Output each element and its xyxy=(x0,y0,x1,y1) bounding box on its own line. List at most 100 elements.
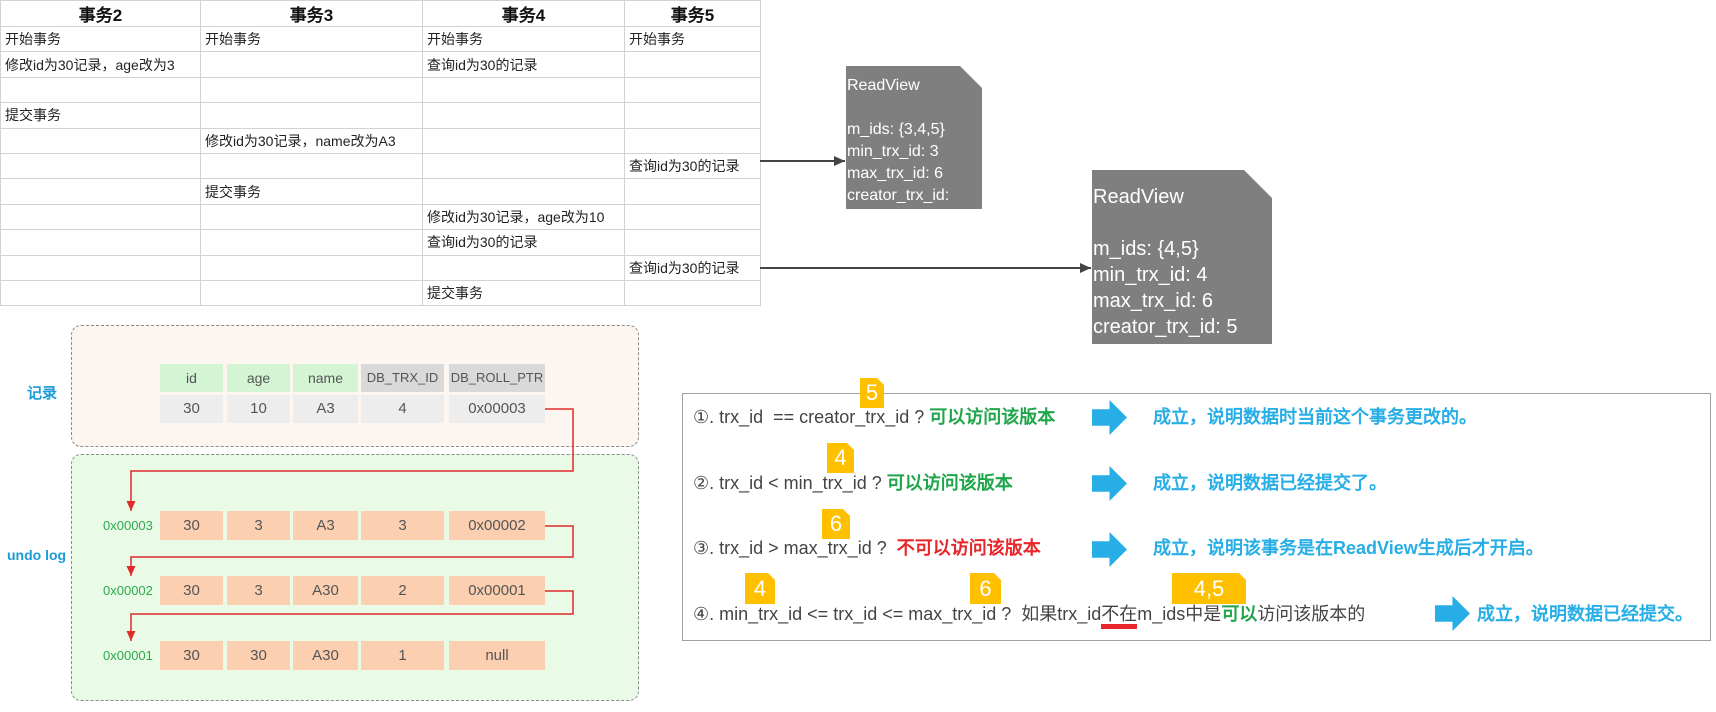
readview-max-trx-id: max_trx_id: 6 xyxy=(847,165,944,182)
record-value-id: 30 xyxy=(160,395,223,423)
readview-max-trx-id: max_trx_id: 6 xyxy=(1093,290,1214,312)
rule-condition: ②. trx_id < min_trx_id ? xyxy=(693,473,887,493)
table-row: 修改id为30记录，age改为10 xyxy=(0,203,761,231)
table-cell: 查询id为30的记录 xyxy=(624,254,761,281)
table-cell xyxy=(200,152,423,180)
table-cell xyxy=(0,279,201,307)
record-label: 记录 xyxy=(27,385,58,402)
table-cell xyxy=(624,127,761,154)
readview-min-trx-id: min_trx_id: 4 xyxy=(1093,264,1208,286)
value-badge: 5 xyxy=(860,378,884,408)
table-cell: 开始事务 xyxy=(422,25,625,53)
undo-cell: 3 xyxy=(361,511,444,540)
table-cell: 提交事务 xyxy=(200,178,423,205)
undo-cell: 3 xyxy=(227,511,290,540)
record-column-db-roll-ptr: DB_ROLL_PTR xyxy=(449,364,545,392)
table-cell xyxy=(624,279,761,307)
table-cell xyxy=(200,254,423,281)
rule-middle: m_ids中是 xyxy=(1137,604,1222,624)
rule-line-1: ①. trx_id == creator_trx_id ? 可以访问该版本 xyxy=(693,406,1055,428)
table-cell xyxy=(624,229,761,256)
table-cell xyxy=(0,76,201,104)
table-row: 开始事务 开始事务 开始事务 开始事务 xyxy=(0,25,761,53)
undo-cell: 0x00002 xyxy=(449,511,545,540)
table-cell xyxy=(200,76,423,104)
readview-title: ReadView xyxy=(847,77,920,94)
rule-verdict: 不可以访问该版本 xyxy=(896,538,1041,558)
table-cell xyxy=(200,102,423,129)
table-cell xyxy=(624,178,761,205)
transaction-table-body: 开始事务 开始事务 开始事务 开始事务 修改id为30记录，age改为3 查询i… xyxy=(0,25,761,307)
column-header-txn5: 事务5 xyxy=(624,0,761,27)
table-cell xyxy=(422,102,625,129)
table-cell xyxy=(422,152,625,180)
record-column-db-trx-id: DB_TRX_ID xyxy=(361,364,444,392)
table-cell xyxy=(0,178,201,205)
table-cell: 开始事务 xyxy=(0,25,201,53)
rule-verdict: 可以 xyxy=(1221,604,1258,624)
right-arrow-icon xyxy=(1435,596,1470,631)
table-cell: 修改id为30记录，name改为A3 xyxy=(200,127,423,154)
rule-verdict: 可以访问该版本 xyxy=(929,407,1056,427)
table-row: 提交事务 xyxy=(0,279,761,307)
value-badge: 4 xyxy=(827,443,854,473)
table-row: 查询id为30的记录 xyxy=(0,229,761,256)
undo-cell: 30 xyxy=(160,576,223,605)
table-cell xyxy=(624,102,761,129)
table-cell xyxy=(422,178,625,205)
rule-line-3: ③. trx_id > max_trx_id ? 不可以访问该版本 xyxy=(693,537,1041,559)
readview-box-first: ReadView m_ids: {3,4,5} min_trx_id: 3 ma… xyxy=(846,66,982,209)
readview-creator-trx-id: creator_trx_id: xyxy=(847,187,950,204)
value-badge: 4,5 xyxy=(1172,573,1246,604)
right-arrow-icon xyxy=(1092,466,1127,501)
table-cell: 开始事务 xyxy=(624,25,761,53)
table-cell xyxy=(422,127,625,154)
record-column-name: name xyxy=(293,364,358,392)
undo-entry-address: 0x00001 xyxy=(103,648,153,663)
right-arrow-icon xyxy=(1092,400,1127,435)
table-cell: 修改id为30记录，age改为3 xyxy=(0,51,201,78)
record-value-age: 10 xyxy=(227,395,290,423)
readview-creator-trx-id: creator_trx_id: 5 xyxy=(1093,316,1238,338)
undo-log-label: undo log xyxy=(7,547,67,563)
table-cell: 查询id为30的记录 xyxy=(422,51,625,78)
undo-cell: 30 xyxy=(160,511,223,540)
readview-m-ids: m_ids: {3,4,5} xyxy=(847,121,945,138)
column-header-txn3: 事务3 xyxy=(200,0,423,27)
table-cell: 查询id为30的记录 xyxy=(422,229,625,256)
rule-result-1: 成立，说明数据时当前这个事务更改的。 xyxy=(1153,407,1477,427)
transaction-table-head: 事务2 事务3 事务4 事务5 xyxy=(0,0,761,27)
transaction-table: 事务2 事务3 事务4 事务5 开始事务 开始事务 开始事务 开始事务 修改id… xyxy=(0,0,761,307)
record-value-db-trx-id: 4 xyxy=(361,395,444,423)
record-value-name: A3 xyxy=(293,395,358,423)
undo-cell: A3 xyxy=(293,511,358,540)
table-row xyxy=(0,76,761,104)
table-cell xyxy=(0,254,201,281)
undo-cell: 1 xyxy=(361,641,444,670)
table-row: 查询id为30的记录 xyxy=(0,152,761,180)
column-header-txn2: 事务2 xyxy=(0,0,201,27)
table-row: 修改id为30记录，name改为A3 xyxy=(0,127,761,154)
rule-condition: ③. trx_id > max_trx_id ? xyxy=(693,538,897,558)
record-value-db-roll-ptr: 0x00003 xyxy=(449,395,545,423)
rule-line-4: ④. min_trx_id <= trx_id <= max_trx_id ? … xyxy=(693,603,1365,629)
rule-result-4: 成立，说明数据已经提交。 xyxy=(1477,604,1693,624)
table-cell: 提交事务 xyxy=(422,279,625,307)
rule-verdict: 可以访问该版本 xyxy=(886,473,1013,493)
rule-line-2: ②. trx_id < min_trx_id ? 可以访问该版本 xyxy=(693,472,1013,494)
record-column-id: id xyxy=(160,364,223,392)
table-cell: 提交事务 xyxy=(0,102,201,129)
rule-condition: ④. min_trx_id <= trx_id <= max_trx_id ? … xyxy=(693,604,1102,624)
table-cell xyxy=(624,203,761,231)
table-cell: 开始事务 xyxy=(200,25,423,53)
table-cell xyxy=(0,229,201,256)
undo-cell: 0x00001 xyxy=(449,576,545,605)
table-cell: 查询id为30的记录 xyxy=(624,152,761,180)
table-row: 提交事务 xyxy=(0,178,761,205)
undo-entry-address: 0x00003 xyxy=(103,518,153,533)
table-cell xyxy=(200,229,423,256)
value-badge: 6 xyxy=(970,573,1001,604)
readview-m-ids: m_ids: {4,5} xyxy=(1093,238,1199,260)
rule-result-3: 成立，说明该事务是在ReadView生成后才开启。 xyxy=(1153,538,1544,558)
readview-min-trx-id: min_trx_id: 3 xyxy=(847,143,939,160)
